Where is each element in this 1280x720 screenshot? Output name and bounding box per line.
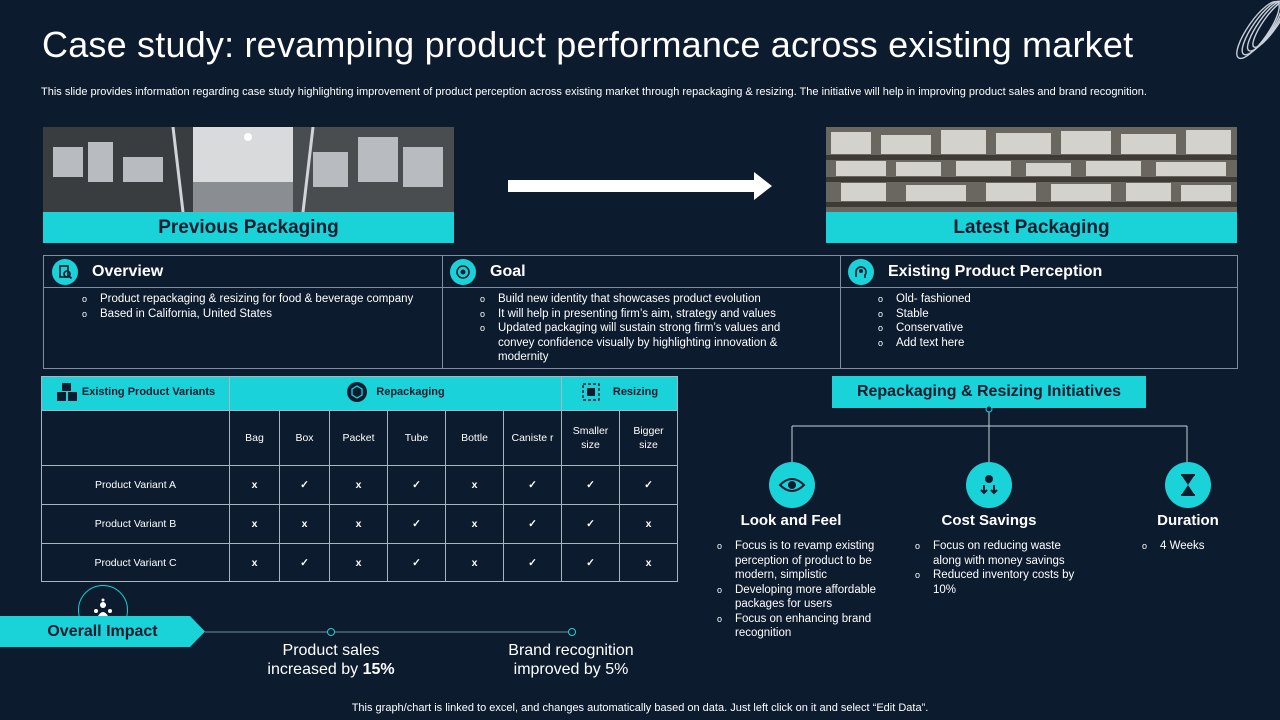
money-down-icon [966, 462, 1012, 508]
mark-cell: ✓ [503, 504, 562, 544]
latest-packaging-image [826, 127, 1237, 212]
overview-heading: Overview [92, 262, 164, 280]
brand-impact: Brand recognition improved by 5% [508, 642, 634, 678]
overall-impact-banner [0, 616, 205, 647]
document-search-icon [52, 258, 78, 285]
hourglass-icon [1165, 462, 1211, 508]
mark-cell: ✓ [387, 504, 446, 544]
column-header: Caniste r [503, 410, 562, 466]
boxes-icon [56, 383, 77, 401]
mark-cell: ✓ [561, 543, 620, 582]
column-header: Packet [329, 410, 388, 466]
goal-heading: Goal [490, 262, 526, 280]
mark-cell: x [329, 465, 388, 505]
mark-cell: x [619, 504, 678, 544]
table-row: Product Variant C x ✓ x ✓ x ✓ ✓ x [41, 543, 678, 582]
latest-packaging-label: Latest Packaging [826, 212, 1237, 243]
repackaging-header: Repackaging [229, 376, 562, 411]
page-subtitle: This slide provides information regardin… [41, 86, 1147, 98]
footer-note: This graph/chart is linked to excel, and… [351, 702, 929, 714]
column-header: Bigger size [619, 410, 678, 466]
variant-name: Product Variant B [41, 504, 230, 544]
variant-name: Product Variant A [41, 465, 230, 505]
variants-header: Existing Product Variants [41, 376, 230, 411]
mark-cell: x [229, 504, 280, 544]
mark-cell: x [329, 504, 388, 544]
mark-cell: x [329, 543, 388, 582]
mark-cell: x [279, 504, 330, 544]
column-header: Bag [229, 410, 280, 466]
mark-cell: ✓ [561, 504, 620, 544]
initiatives-connector [791, 406, 1188, 464]
look-and-feel-title: Look and Feel [740, 512, 842, 529]
perception-heading: Existing Product Perception [888, 262, 1103, 280]
empty-header-cell [41, 410, 230, 466]
page-title: Case study: revamping product performanc… [42, 24, 1134, 65]
mark-cell: ✓ [503, 465, 562, 505]
package-icon [347, 382, 368, 402]
mark-cell: x [619, 543, 678, 582]
column-header: Box [279, 410, 330, 466]
product-variants-table: Existing Product Variants Repackaging Re… [41, 376, 678, 582]
previous-packaging-label: Previous Packaging [43, 212, 454, 243]
resize-icon [582, 383, 600, 401]
impact-timeline [205, 628, 576, 636]
mark-cell: ✓ [387, 543, 446, 582]
column-header: Smaller size [561, 410, 620, 466]
target-brain-icon [450, 258, 476, 285]
mark-cell: x [445, 504, 504, 544]
column-header: Tube [387, 410, 446, 466]
arrow-right-icon [508, 172, 772, 200]
mark-cell: ✓ [279, 543, 330, 582]
mark-cell: ✓ [387, 465, 446, 505]
duration-title: Duration [1157, 512, 1219, 529]
mark-cell: ✓ [503, 543, 562, 582]
table-row: Product Variant A x ✓ x ✓ x ✓ ✓ ✓ [41, 465, 678, 505]
previous-packaging-image [43, 127, 454, 212]
mark-cell: x [229, 543, 280, 582]
mark-cell: x [445, 543, 504, 582]
initiatives-heading: Repackaging & Resizing Initiatives [832, 376, 1146, 408]
sales-impact: Product sales increased by 15% [267, 642, 395, 678]
mark-cell: ✓ [279, 465, 330, 505]
mark-cell: x [229, 465, 280, 505]
swirl-decoration-icon [1236, 0, 1280, 60]
cost-savings-title: Cost Savings [941, 512, 1037, 529]
mark-cell: ✓ [619, 465, 678, 505]
mark-cell: x [445, 465, 504, 505]
overall-impact-label: Overall Impact [47, 622, 158, 640]
column-header: Bottle [445, 410, 504, 466]
head-gear-icon [848, 258, 874, 285]
resizing-header: Resizing [561, 376, 678, 411]
eye-icon [769, 462, 815, 508]
mark-cell: ✓ [561, 465, 620, 505]
variant-name: Product Variant C [41, 543, 230, 582]
table-row: Product Variant B x x x ✓ x ✓ ✓ x [41, 504, 678, 544]
